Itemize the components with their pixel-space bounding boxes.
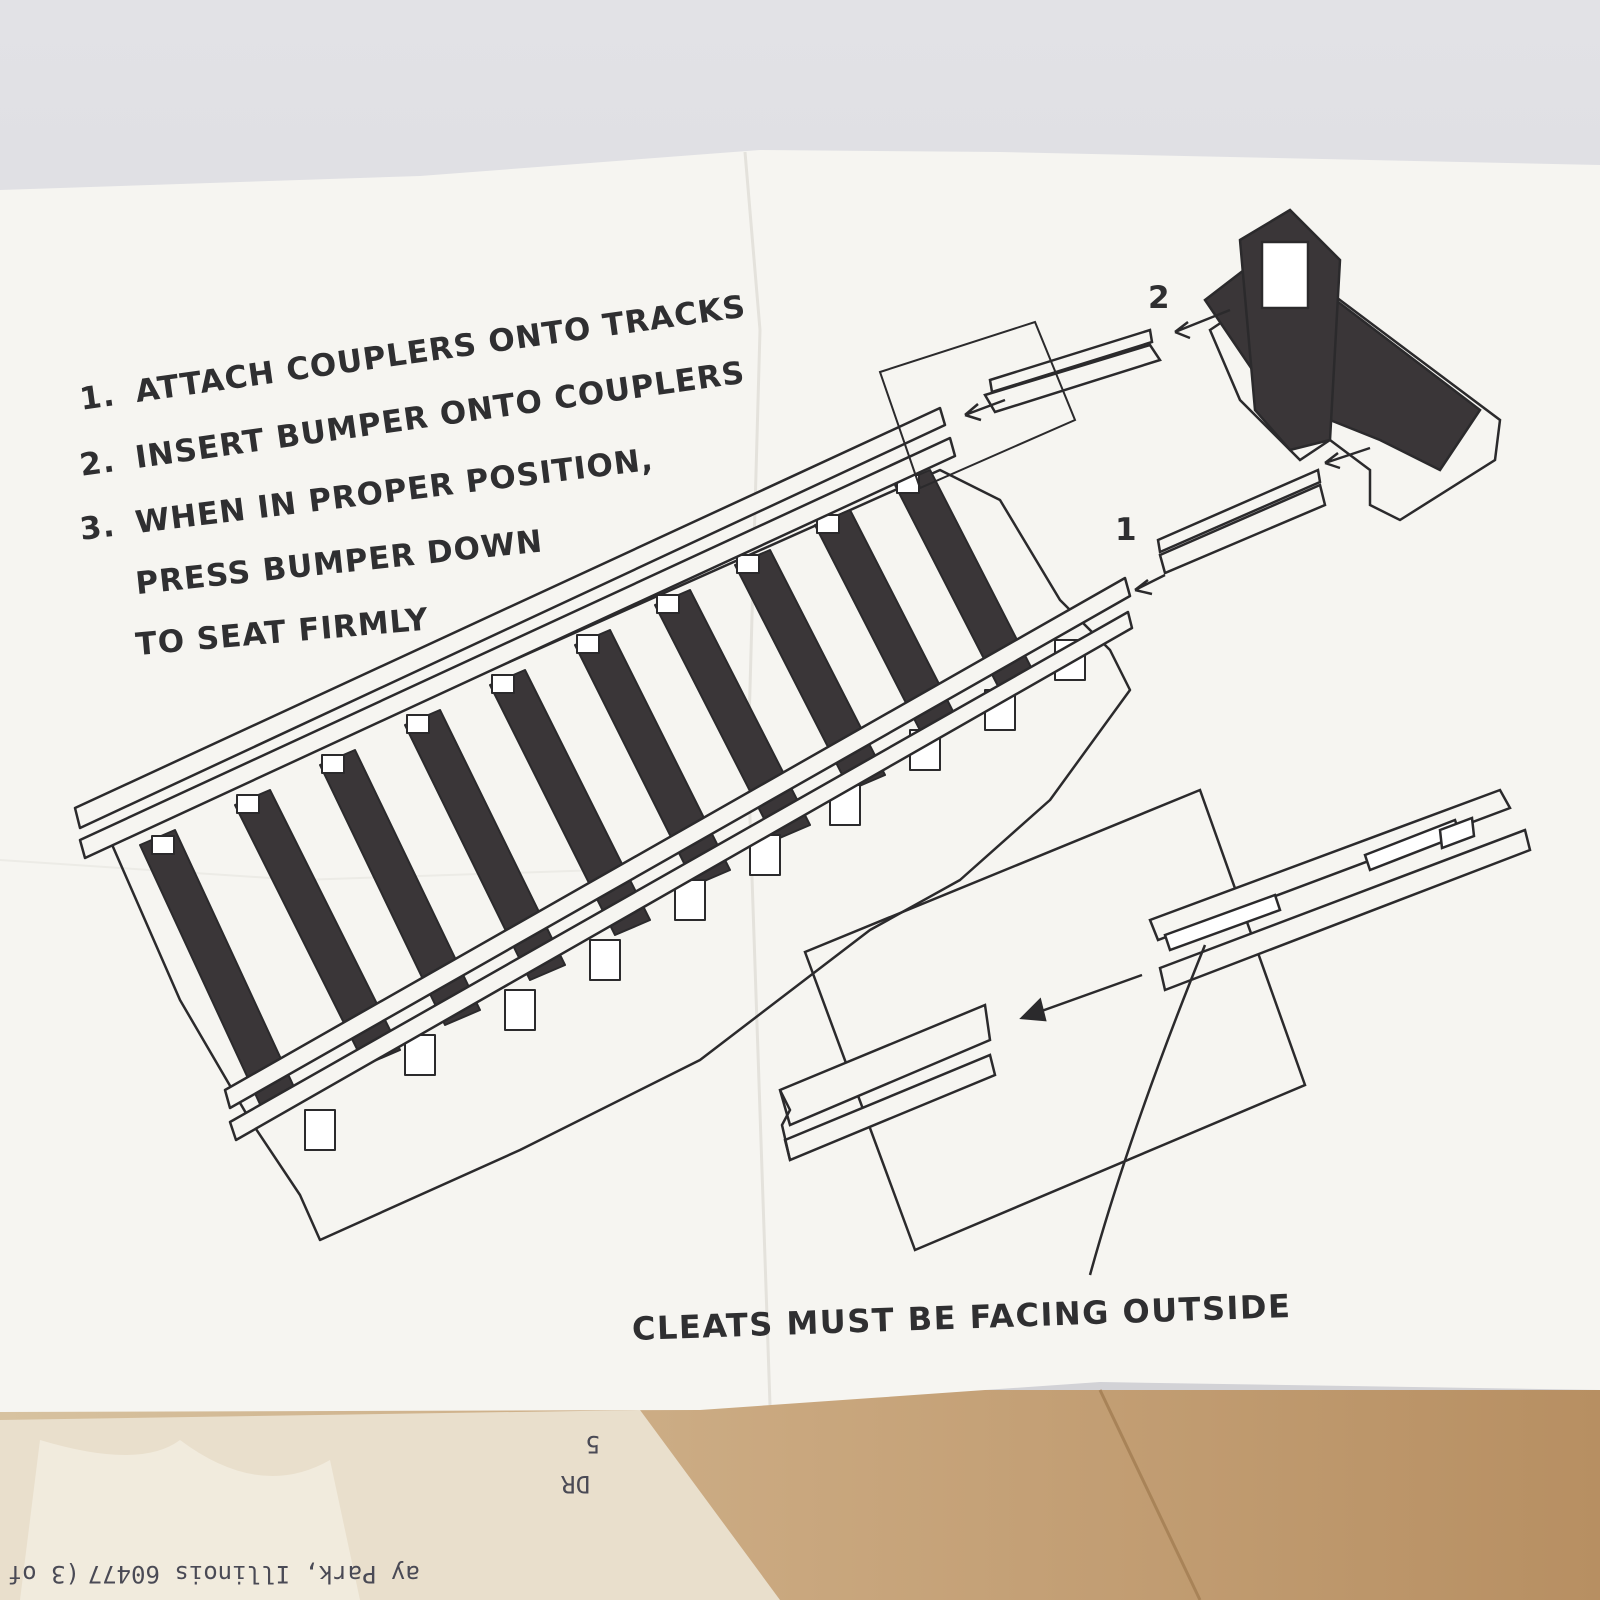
track-illustration bbox=[73, 406, 1134, 1242]
coupler-arrow bbox=[964, 398, 1006, 422]
cardboard-fold bbox=[1098, 1389, 1202, 1600]
bumper-illustration bbox=[1174, 208, 1502, 522]
tie-clip bbox=[321, 754, 345, 774]
rail bbox=[73, 406, 947, 830]
step-number: 1. bbox=[77, 377, 118, 418]
underlying-text-address: ay Park, Illinois 60477 bbox=[87, 1560, 420, 1588]
tie-clip bbox=[504, 989, 536, 1031]
track-ground-outline bbox=[108, 468, 1132, 1242]
coupler-upper bbox=[988, 328, 1154, 394]
tie-clip bbox=[491, 674, 515, 694]
detail-frame bbox=[803, 788, 1307, 1252]
coupler-arrow bbox=[1134, 573, 1166, 596]
torn-paper-patch bbox=[20, 1440, 360, 1600]
detail-cleat bbox=[1438, 816, 1476, 850]
callout-1: 1 bbox=[1115, 512, 1137, 548]
tie-clip bbox=[736, 554, 760, 574]
tie-clip bbox=[406, 714, 430, 734]
underlying-text-5: 5 bbox=[585, 1430, 600, 1458]
tie-clip bbox=[236, 794, 260, 814]
underlying-text-page: (3 of 4) bbox=[0, 1560, 80, 1588]
couplers bbox=[964, 328, 1327, 596]
step-number bbox=[81, 655, 137, 660]
tie-clips bbox=[151, 474, 1086, 1151]
rail-top bbox=[73, 406, 957, 860]
tie-clip bbox=[656, 594, 680, 614]
coupler-lower bbox=[1156, 468, 1322, 554]
bumper-plate bbox=[1260, 240, 1310, 310]
rail bbox=[78, 436, 957, 860]
detail-track-break bbox=[778, 1089, 792, 1161]
step-number bbox=[81, 594, 137, 600]
railroad-ties bbox=[139, 469, 1036, 1116]
step-number: 2. bbox=[77, 443, 118, 484]
coupler-lower bbox=[1158, 483, 1327, 575]
detail-inset bbox=[778, 788, 1532, 1276]
rail-bottom bbox=[223, 576, 1134, 1142]
callout-2: 2 bbox=[1148, 280, 1170, 316]
tie-clip bbox=[589, 939, 621, 981]
underlying-text-dr: DR bbox=[561, 1470, 590, 1498]
detail-rail bbox=[1148, 788, 1512, 942]
tie-clip bbox=[151, 835, 175, 855]
detail-arrowhead bbox=[1019, 997, 1047, 1022]
leader-line bbox=[1088, 944, 1207, 1276]
bumper-arrow bbox=[1174, 308, 1231, 340]
tie-clip bbox=[576, 634, 600, 654]
detail-track-piece bbox=[778, 1003, 992, 1127]
tie-clip bbox=[304, 1109, 336, 1151]
bumper-arrow bbox=[1324, 446, 1371, 470]
rail bbox=[228, 610, 1134, 1142]
detail-rail bbox=[1158, 828, 1532, 992]
rail bbox=[223, 576, 1132, 1110]
detail-frame-top bbox=[878, 320, 1077, 490]
detail-coupler bbox=[1163, 893, 1282, 952]
step-number: 3. bbox=[77, 507, 118, 548]
